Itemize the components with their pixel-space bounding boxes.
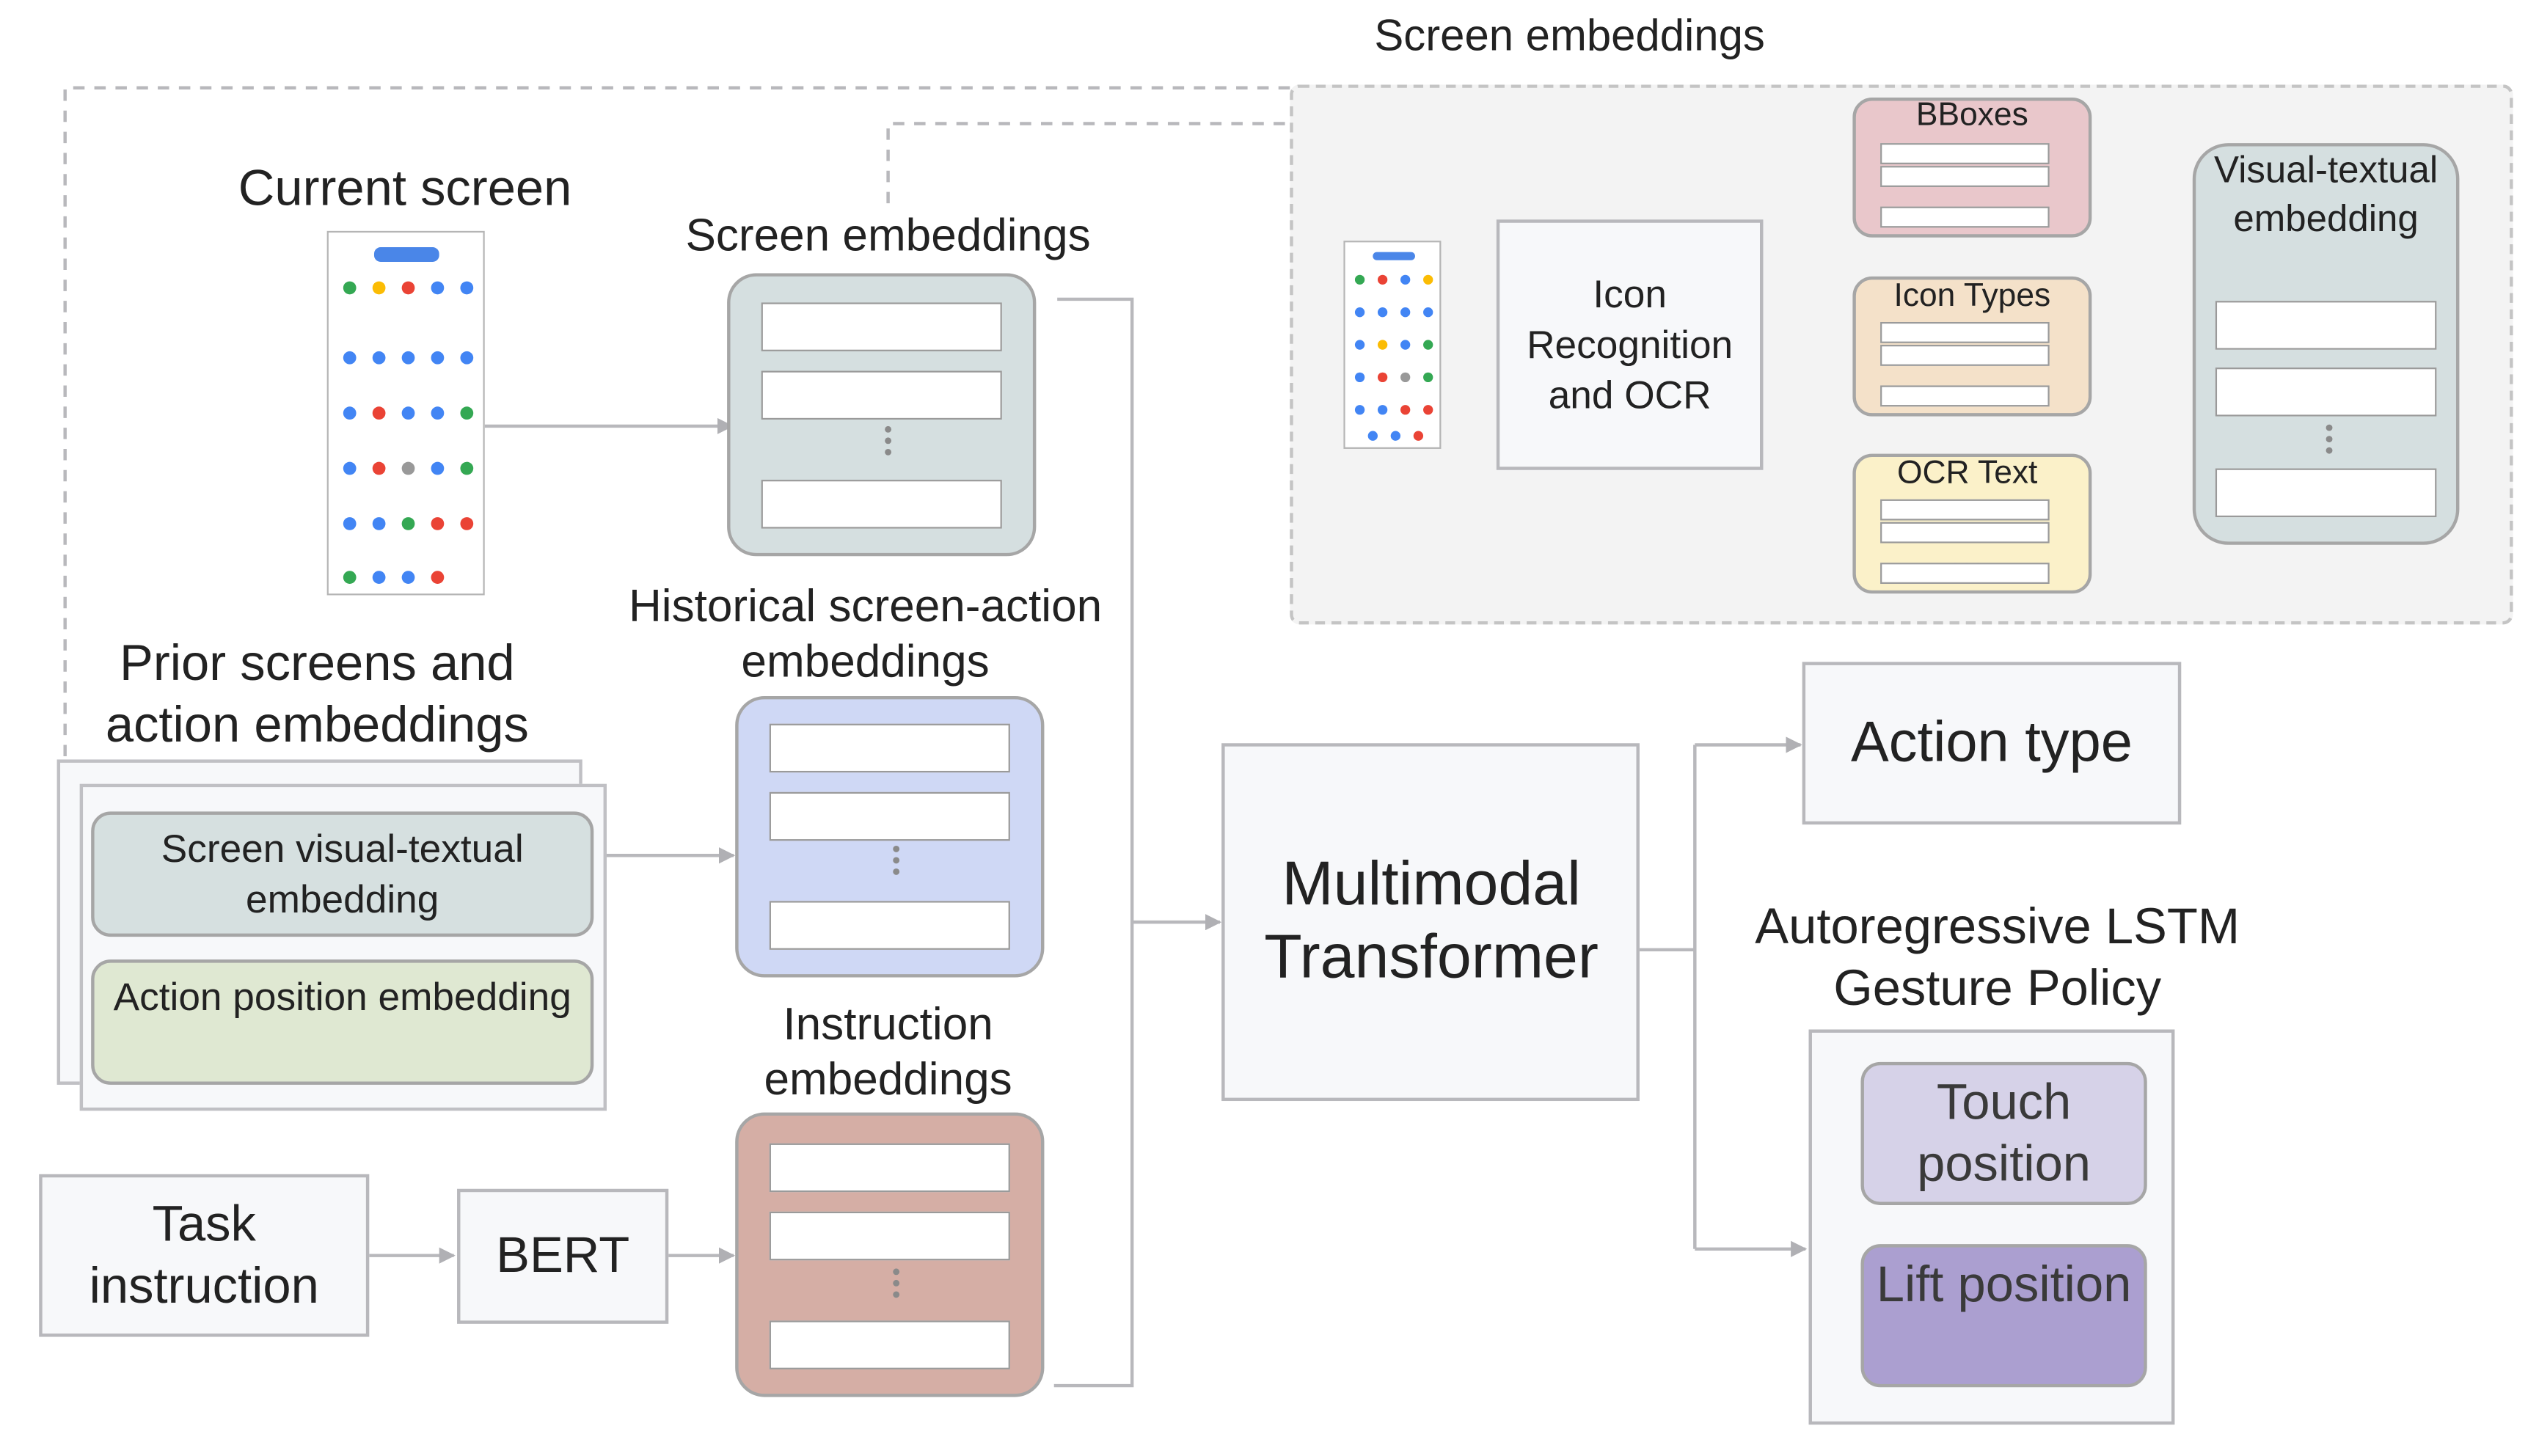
ocr-text-label: OCR Text — [1896, 455, 2038, 491]
screen-embeddings-panel-title: Screen embeddings — [1374, 11, 1765, 61]
touch-position-label: Touch position — [1917, 1073, 2092, 1193]
task-instruction-label: Task instruction — [89, 1195, 319, 1314]
current-screen-thumbnail — [326, 230, 485, 596]
screen-visual-textual-box — [91, 811, 594, 937]
icon-recognition-box — [1496, 219, 1764, 470]
current-screen-label: Current screen — [238, 159, 572, 216]
icon-types-label: Icon Types — [1893, 278, 2051, 314]
touch-position-box — [1860, 1061, 2147, 1205]
bert-label: BERT — [496, 1226, 630, 1284]
icon-recognition-label: Icon Recognition and OCR — [1527, 273, 1734, 418]
action-position-label: Action position embedding — [113, 976, 571, 1020]
lift-position-box — [1860, 1244, 2147, 1388]
small-screen-thumbnail — [1343, 241, 1442, 449]
instruction-embeddings-label: Instruction embeddings — [764, 998, 1012, 1105]
screen-visual-textual-label: Screen visual-textual embedding — [161, 827, 524, 923]
prior-screens-label: Prior screens and action embeddings — [105, 634, 529, 753]
screen-embeddings-label: Screen embeddings — [685, 210, 1091, 260]
action-position-box — [91, 959, 594, 1085]
multimodal-transformer-label: Multimodal Transformer — [1264, 850, 1599, 992]
lift-position-label: Lift position — [1876, 1255, 2132, 1313]
visual-textual-embedding-label: Visual-textual embedding — [2213, 147, 2438, 239]
historical-embeddings-label: Historical screen-action embeddings — [628, 580, 1103, 687]
bert-box — [457, 1188, 669, 1324]
lstm-policy-label: Autoregressive LSTM Gesture Policy — [1755, 897, 2240, 1017]
multimodal-transformer-box — [1221, 743, 1640, 1102]
task-instruction-box — [39, 1174, 370, 1337]
action-type-box — [1802, 662, 2182, 825]
action-type-label: Action type — [1851, 710, 2133, 775]
bboxes-label: BBoxes — [1915, 98, 2028, 133]
